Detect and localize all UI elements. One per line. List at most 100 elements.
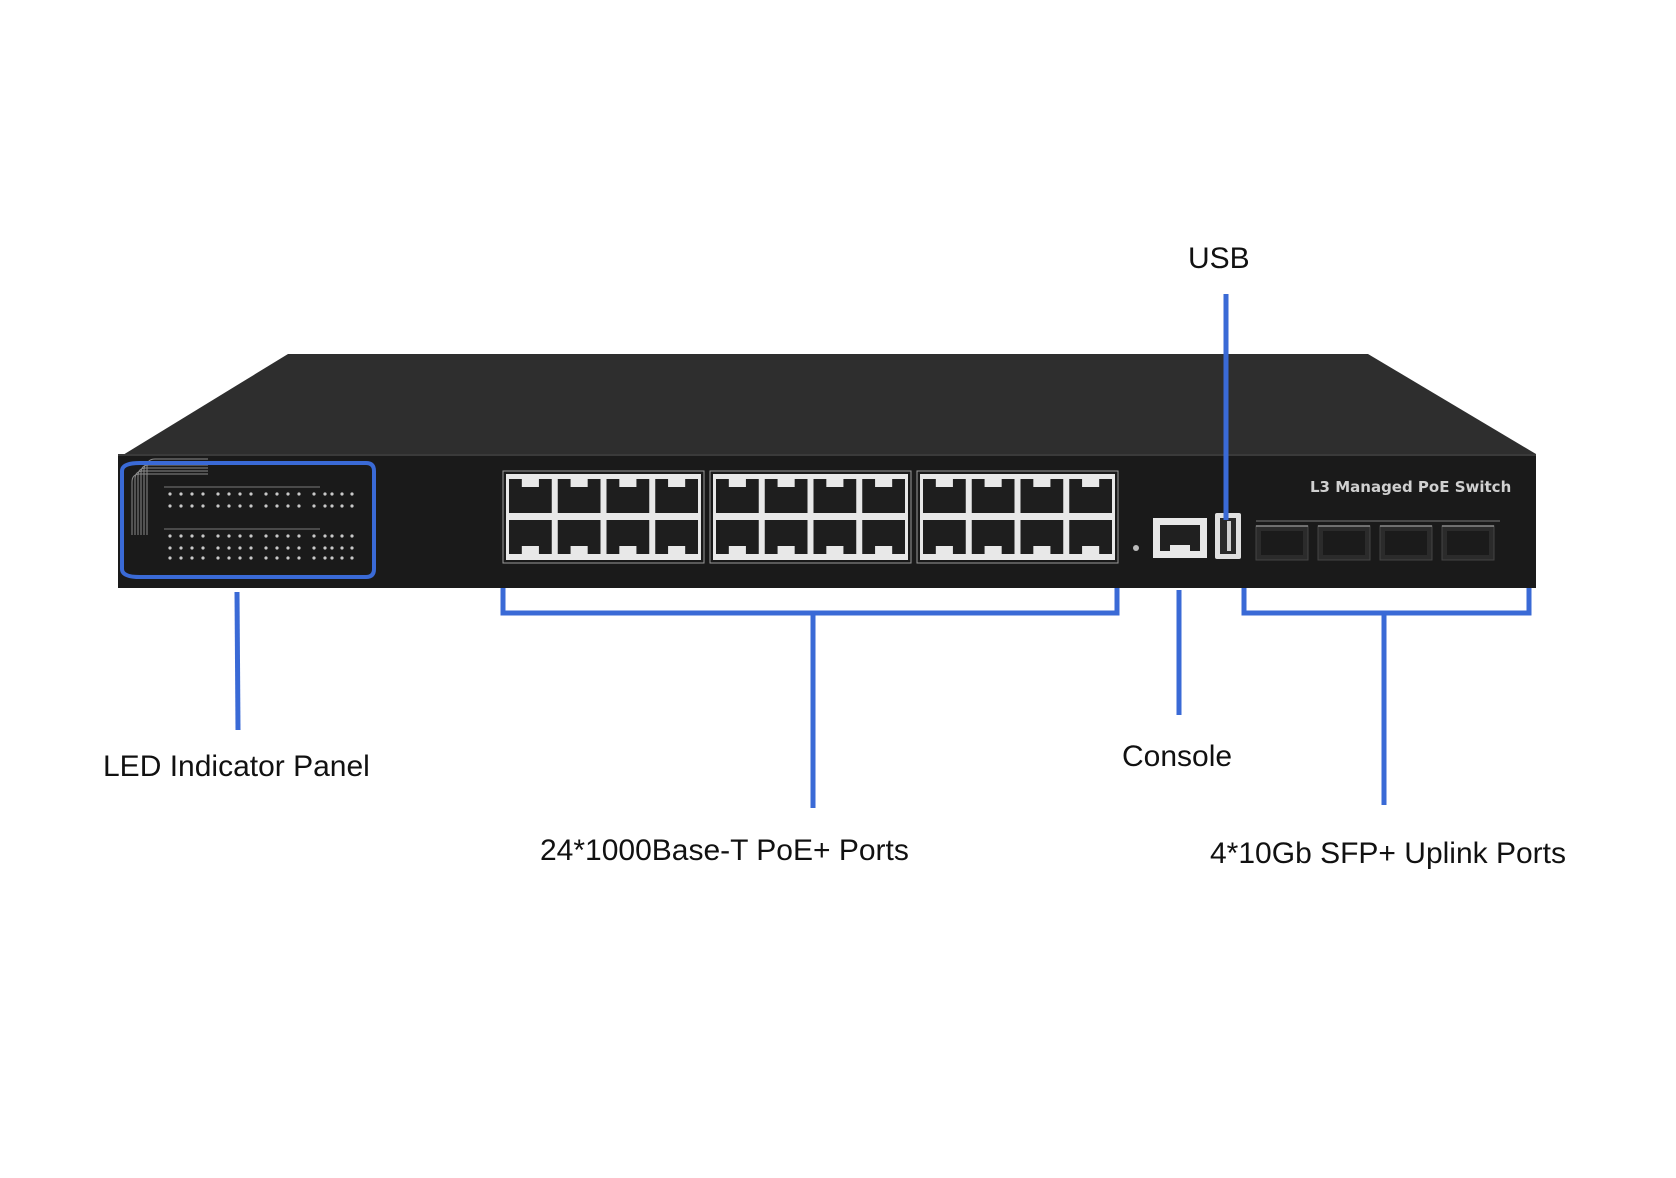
led-dot [275,546,279,550]
led-dot [227,492,231,496]
sfp-ports-callout-label: 4*10Gb SFP+ Uplink Ports [1210,837,1567,870]
led-dot [286,492,290,496]
rj45-latch-notch [875,479,893,487]
led-dot [297,546,301,550]
rj45-latch-notch [826,546,844,554]
sfp-cage-opening [1385,531,1427,555]
led-dot [340,534,344,538]
rj45-latch-notch [875,546,893,554]
led-dot [275,534,279,538]
rj45-latch-notch [1082,546,1100,554]
led-dot [312,534,316,538]
sfp-cage-opening [1261,531,1303,555]
led-dot [179,534,183,538]
led-dot [179,504,183,508]
led-dot [216,556,220,560]
led-dot [264,534,268,538]
led-dot [249,546,253,550]
led-dot [275,504,279,508]
led-dot [312,556,316,560]
led-dot [312,504,316,508]
led-dot [275,492,279,496]
rj45-latch-notch [1082,479,1100,487]
led-dot [323,556,327,560]
rj45-latch-notch [619,479,637,487]
led-dot [297,534,301,538]
led-panel-trace [131,473,208,535]
led-dot [216,546,220,550]
led-dot [286,546,290,550]
sfp-cage-opening [1323,531,1365,555]
led-dot [216,504,220,508]
rj45-ports-callout-label: 24*1000Base-T PoE+ Ports [540,834,909,867]
led-dot [323,504,327,508]
rj45-latch-notch [521,546,539,554]
model-label: L3 Managed PoE Switch [1310,478,1511,496]
led-dot [227,534,231,538]
rj45-latch-notch [521,479,539,487]
rj45-latch-notch [935,546,953,554]
rj45-latch-notch [1033,479,1051,487]
led-dot [238,546,242,550]
led-dot [190,504,194,508]
led-dot [297,504,301,508]
rj45-group-frame [709,470,912,564]
led-dot [330,534,334,538]
rj45-latch-notch [777,479,795,487]
led-dot [168,534,172,538]
led-dot [168,556,172,560]
led-panel-outline [120,461,376,579]
led-dot [179,556,183,560]
rj45-latch-notch [668,479,686,487]
led-dot [330,492,334,496]
led-dot [201,556,205,560]
led-dot [350,534,354,538]
led-dot [216,534,220,538]
rj45-latch-notch [728,546,746,554]
led-panel-leader [234,591,241,731]
led-dot [350,504,354,508]
usb-port [1215,513,1241,559]
led-dot [286,556,290,560]
rj45-group-frame [916,470,1119,564]
led-dot [190,534,194,538]
led-dot [297,492,301,496]
led-dot [238,504,242,508]
reset-pinhole [1133,545,1139,551]
led-dot [249,492,253,496]
led-dot [227,546,231,550]
rj45-latch-notch [826,479,844,487]
rj45-latch-notch [570,546,588,554]
led-dot [350,556,354,560]
rj45-latch-notch [984,546,1002,554]
led-dot [286,504,290,508]
led-dot [323,492,327,496]
led-dot [238,534,242,538]
led-dot [312,492,316,496]
led-dot [340,504,344,508]
led-dot [190,492,194,496]
rj45-latch-notch [728,479,746,487]
led-dot [330,556,334,560]
led-panel-trace [137,467,208,535]
led-dot [249,534,253,538]
led-dot [340,492,344,496]
led-dot [201,546,205,550]
rj45-latch-notch [984,479,1002,487]
led-dot [264,492,268,496]
sfp-cage-opening [1447,531,1489,555]
led-dot [201,492,205,496]
led-dot [330,546,334,550]
led-dot [238,556,242,560]
callout-lines [120,294,1532,808]
rj45-latch-notch [619,546,637,554]
led-dot [275,556,279,560]
console-callout-label: Console [1122,740,1233,773]
led-dot [249,556,253,560]
rj45-port-block [502,470,1119,564]
led-dot [286,534,290,538]
rj45-latch-notch [668,546,686,554]
rj45-latch-notch [935,479,953,487]
